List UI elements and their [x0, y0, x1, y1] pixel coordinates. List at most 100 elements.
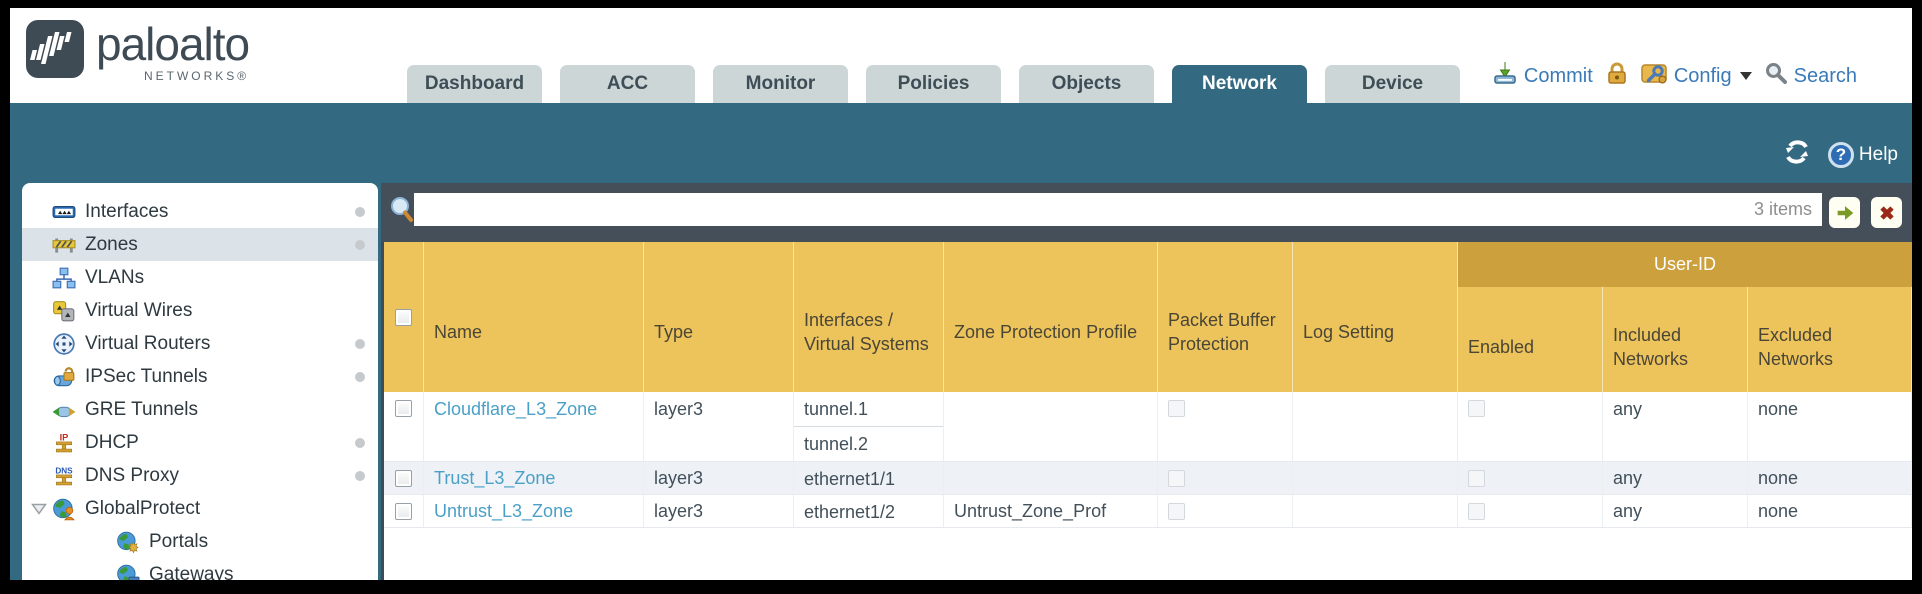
sidebar-item-label: Virtual Routers — [85, 332, 211, 354]
zone-type-cell: layer3 — [644, 462, 794, 494]
brand-name: paloalto — [96, 18, 250, 70]
log-setting-cell — [1293, 462, 1458, 494]
column-header-enabled[interactable]: Enabled — [1458, 242, 1603, 392]
user-id-enabled-checkbox[interactable] — [1468, 470, 1485, 487]
ipsec-tunnels-icon — [52, 365, 76, 389]
sidebar-item-virtual-wires[interactable]: Virtual Wires — [22, 294, 378, 327]
commit-button[interactable]: Commit — [1492, 60, 1593, 92]
filter-input[interactable] — [414, 193, 1754, 226]
tab-objects[interactable]: Objects — [1019, 65, 1154, 103]
packet-buffer-protection-checkbox[interactable] — [1168, 503, 1185, 520]
user-id-group-header: User-ID — [1458, 242, 1912, 287]
user-id-enabled-checkbox[interactable] — [1468, 503, 1485, 520]
search-icon — [1764, 61, 1788, 91]
sidebar-item-vlans[interactable]: VLANs — [22, 261, 378, 294]
log-setting-cell — [1293, 495, 1458, 527]
column-header-interfaces-virtual-systems[interactable]: Interfaces / Virtual Systems — [794, 242, 944, 392]
packet-buffer-protection-cell — [1158, 495, 1293, 527]
user-id-enabled-checkbox[interactable] — [1468, 400, 1485, 417]
sidebar-item-label: DNS Proxy — [85, 464, 179, 486]
interface-value: tunnel.2 — [804, 434, 869, 454]
sidebar-item-gateways[interactable]: Gateways — [22, 558, 378, 580]
tab-dashboard[interactable]: Dashboard — [407, 65, 542, 103]
row-select-cell — [384, 495, 424, 527]
sidebar-item-portals[interactable]: Portals — [22, 525, 378, 558]
interfaces-icon — [52, 200, 76, 224]
caret-expanded-icon[interactable] — [30, 501, 52, 517]
interface-value: ethernet1/1 — [804, 469, 896, 489]
zone-protection-profile-cell: Untrust_Zone_Prof — [944, 495, 1158, 527]
clear-filter-button[interactable] — [1871, 197, 1902, 228]
packet-buffer-protection-cell — [1158, 462, 1293, 494]
column-header-zone-protection-profile[interactable]: Zone Protection Profile — [944, 242, 1158, 392]
help-button[interactable]: ? Help — [1827, 141, 1898, 168]
sidebar-item-gre-tunnels[interactable]: GRE Tunnels — [22, 393, 378, 426]
zone-name-link[interactable]: Untrust_L3_Zone — [434, 501, 574, 521]
svg-text:IP: IP — [60, 432, 69, 442]
column-header-excluded-networks[interactable]: Excluded Networks — [1748, 242, 1912, 392]
row-checkbox[interactable] — [395, 470, 412, 487]
zone-name-link[interactable]: Trust_L3_Zone — [434, 468, 556, 488]
row-checkbox[interactable] — [395, 503, 412, 520]
sidebar-item-label: GRE Tunnels — [85, 398, 198, 420]
tab-network[interactable]: Network — [1172, 65, 1307, 103]
zone-name-cell: Trust_L3_Zone — [424, 462, 644, 494]
sidebar-item-interfaces[interactable]: Interfaces — [22, 195, 378, 228]
tab-policies[interactable]: Policies — [866, 65, 1001, 103]
green-arrow-icon — [1837, 205, 1853, 220]
global-search-button[interactable]: Search — [1764, 61, 1857, 91]
excluded-networks-cell: none — [1748, 495, 1912, 527]
interface-value: tunnel.1 — [794, 392, 943, 427]
zone-name-link[interactable]: Cloudflare_L3_Zone — [434, 399, 598, 419]
zones-icon — [52, 233, 76, 257]
filter-search-icon — [388, 195, 414, 230]
virtual-wires-icon — [52, 299, 76, 323]
interfaces-cell: ethernet1/1 — [794, 462, 944, 494]
zone-name-cell: Cloudflare_L3_Zone — [424, 392, 644, 461]
lock-icon[interactable] — [1605, 61, 1629, 92]
band-actions: ? Help — [1782, 138, 1898, 171]
brand-sub: NETWORKS® — [143, 69, 250, 83]
sidebar-item-label: VLANs — [85, 266, 145, 288]
sidebar-item-virtual-routers[interactable]: Virtual Routers — [22, 327, 378, 360]
config-button[interactable]: Config — [1641, 61, 1752, 91]
row-checkbox[interactable] — [395, 400, 412, 417]
tab-device[interactable]: Device — [1325, 65, 1460, 103]
excluded-networks-cell: none — [1748, 462, 1912, 494]
zone-protection-profile-cell — [944, 462, 1158, 494]
column-header-type[interactable]: Type — [644, 242, 794, 392]
packet-buffer-protection-checkbox[interactable] — [1168, 400, 1185, 417]
column-header-packet-buffer-protection[interactable]: Packet Buffer Protection — [1158, 242, 1293, 392]
status-dot — [355, 471, 365, 481]
zone-name-cell: Untrust_L3_Zone — [424, 495, 644, 527]
column-header-name[interactable]: Name — [424, 242, 644, 392]
column-header-log-setting[interactable]: Log Setting — [1293, 242, 1458, 392]
apply-filter-button[interactable] — [1829, 197, 1860, 228]
status-dot — [355, 372, 365, 382]
tab-acc[interactable]: ACC — [560, 65, 695, 103]
tab-monitor[interactable]: Monitor — [713, 65, 848, 103]
sidebar-item-globalprotect[interactable]: GlobalProtect — [22, 492, 378, 525]
packet-buffer-protection-checkbox[interactable] — [1168, 470, 1185, 487]
included-networks-cell: any — [1603, 462, 1748, 494]
column-header-included-networks[interactable]: Included Networks — [1603, 242, 1748, 392]
zone-protection-profile-cell — [944, 392, 1158, 461]
sidebar-item-zones[interactable]: Zones — [22, 228, 378, 261]
included-networks-cell: any — [1603, 392, 1748, 461]
select-all-checkbox[interactable] — [395, 308, 412, 326]
sidebar-item-ipsec-tunnels[interactable]: IPSec Tunnels — [22, 360, 378, 393]
main-nav-tabs: Dashboard ACC Monitor Policies Objects Networ… — [407, 65, 1460, 103]
included-networks-cell: any — [1603, 495, 1748, 527]
packet-buffer-protection-cell — [1158, 392, 1293, 461]
row-select-cell — [384, 392, 424, 461]
refresh-icon[interactable] — [1782, 138, 1812, 171]
red-x-icon — [1879, 205, 1894, 220]
